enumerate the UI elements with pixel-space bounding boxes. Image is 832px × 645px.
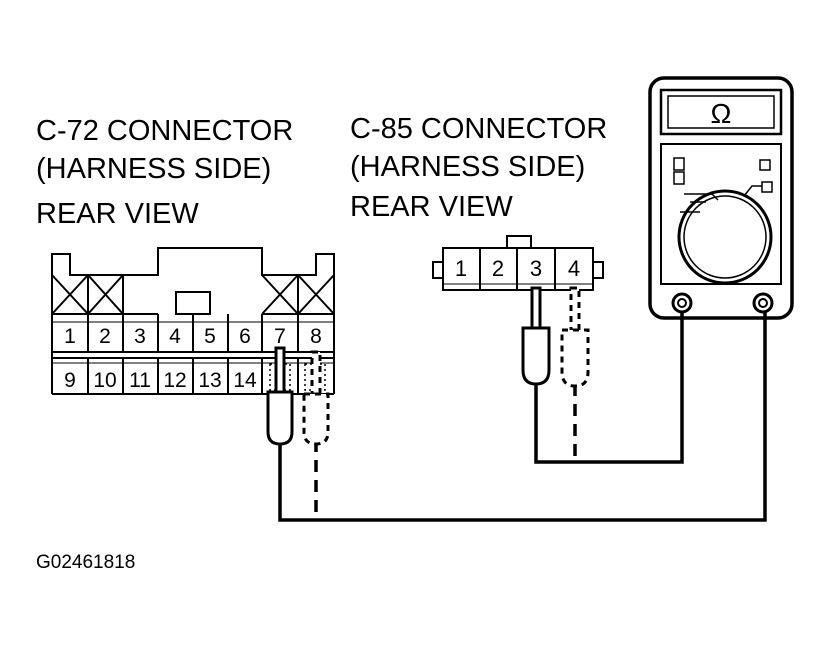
c85-pin-4: 4: [568, 256, 580, 281]
c85-view-label: REAR VIEW: [350, 191, 513, 223]
test-leads: [278, 312, 767, 522]
c72-pin-14: 14: [233, 369, 257, 392]
c72-pin-6: 6: [239, 325, 251, 348]
c85-title: C-85 CONNECTOR: [350, 113, 608, 145]
probe-c85-pin3: [521, 286, 551, 386]
c85-pin-2: 2: [492, 256, 504, 281]
c72-side-label: (HARNESS SIDE): [36, 153, 272, 185]
c85-connector: [432, 235, 604, 291]
c72-pin-13: 13: [198, 369, 221, 392]
probe-c85-pin4: [560, 286, 590, 388]
c72-pin-3: 3: [134, 325, 146, 348]
c85-side-label: (HARNESS SIDE): [350, 151, 586, 183]
ohm-symbol: Ω: [711, 98, 732, 129]
c72-pin-1: 1: [64, 325, 76, 348]
c72-pin-labels: 1 2 3 4 5 6 7 8 9 10 11 12 13 14: [64, 325, 322, 392]
c72-pin-11: 11: [129, 369, 151, 392]
c72-pin-7: 7: [274, 325, 286, 348]
probe-c72-pin7: [266, 346, 294, 446]
c72-pin-10: 10: [93, 369, 116, 392]
c72-pin-12: 12: [163, 369, 186, 392]
c85-pin-1: 1: [455, 256, 467, 281]
ohmmeter-icon: Ω: [648, 76, 794, 320]
c72-pin-2: 2: [99, 325, 111, 348]
c72-pin-9: 9: [64, 369, 76, 392]
c72-pin-5: 5: [204, 325, 216, 348]
figure-code: G02461818: [36, 552, 136, 573]
c85-pin-3: 3: [530, 256, 542, 281]
c72-pin-4: 4: [169, 325, 181, 348]
c72-pin-8: 8: [310, 325, 322, 348]
probe-c72-pin8: [302, 350, 330, 446]
c72-title: C-72 CONNECTOR: [36, 115, 294, 147]
c72-view-label: REAR VIEW: [36, 198, 199, 230]
c85-pin-labels: 1 2 3 4: [455, 256, 580, 281]
